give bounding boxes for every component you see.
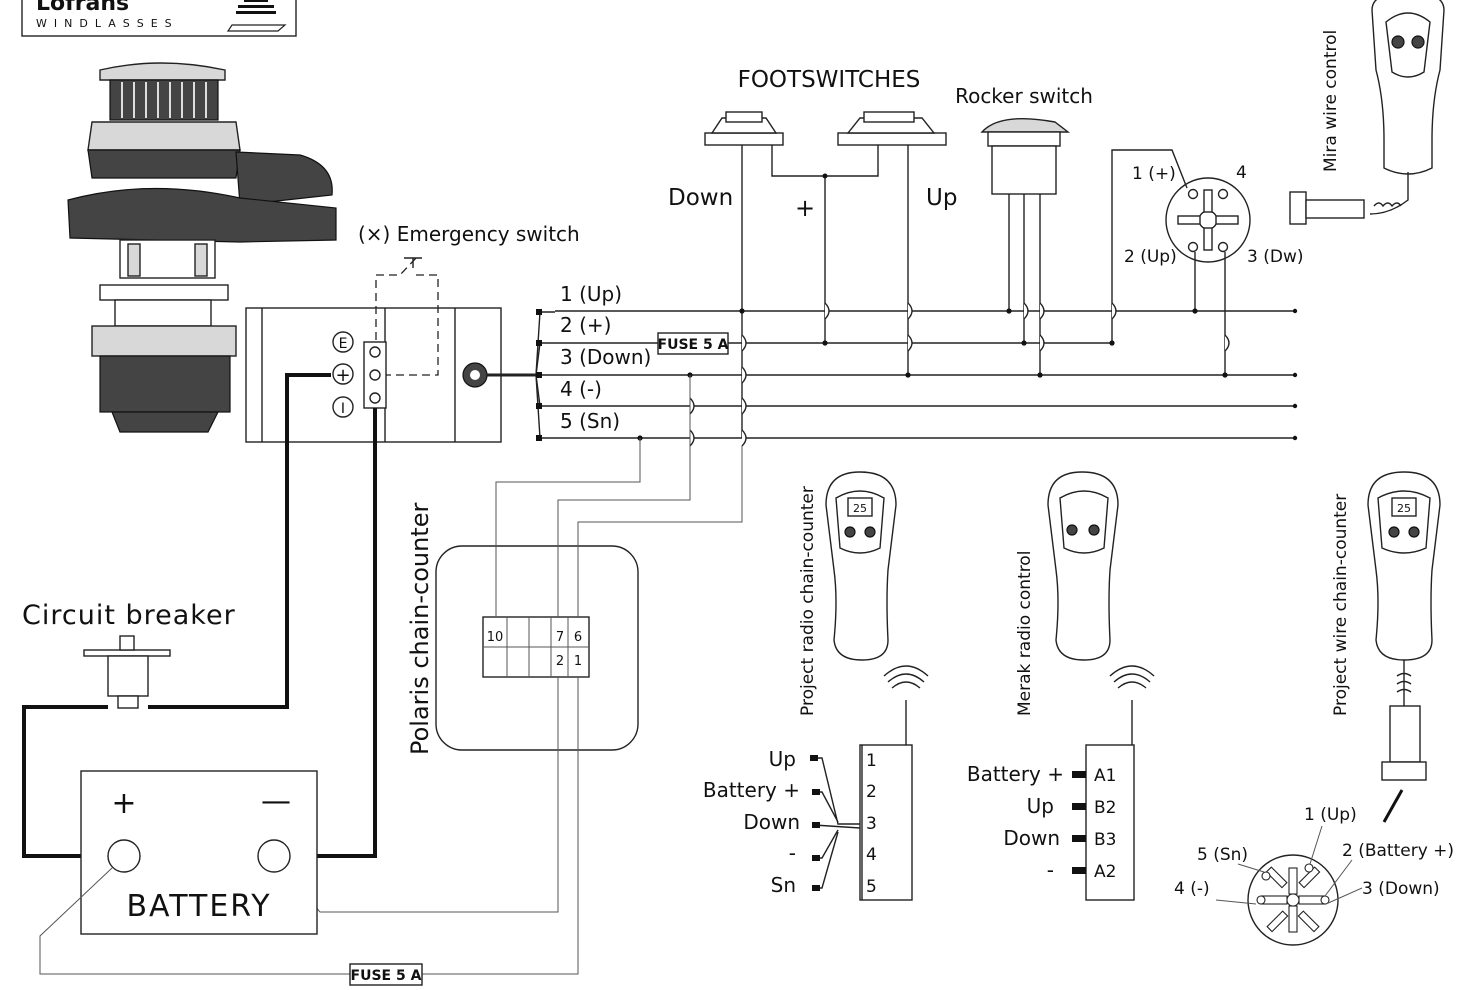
project-radio-row-sn: Sn — [771, 873, 796, 897]
project-wire-chain-counter: Project wire chain-counter 25 1 (Up) — [1174, 471, 1454, 946]
bus-line-1-label: 1 (Up) — [560, 282, 622, 306]
project-wire-pin4: 4 (-) — [1174, 879, 1210, 899]
footswitches-title: FOOTSWITCHES — [738, 67, 921, 93]
project-wire-pin2: 2 (Battery +) — [1342, 841, 1454, 861]
polaris-label: Polaris chain-counter — [406, 503, 434, 755]
project-radio-pin-4: 4 — [866, 845, 877, 865]
mira-pin2-label: 2 (Up) — [1124, 247, 1177, 267]
project-radio-display: 25 — [853, 502, 867, 515]
polaris-pin-7: 7 — [556, 630, 564, 645]
rocker-switch-label: Rocker switch — [955, 84, 1093, 108]
mira-wire-control: Mira wire control 1 (+) 4 2 (Up) 3 (Dw) — [1111, 0, 1445, 375]
polaris-chain-counter: Polaris chain-counter 10 7 6 2 1 — [274, 375, 743, 975]
merak-pin-a2: A2 — [1094, 862, 1116, 882]
project-radio-row-minus: - — [789, 841, 796, 865]
project-radio-pin-5: 5 — [866, 877, 877, 897]
battery-plus-label: + — [111, 786, 136, 821]
logo-brand: Lofrans' — [36, 0, 136, 16]
merak-label: Merak radio control — [1015, 551, 1035, 716]
merak-row-up: Up — [1027, 794, 1054, 818]
circuit-breaker: Circuit breaker — [22, 600, 236, 709]
fuse-top-label: FUSE 5 A — [658, 337, 729, 353]
windlass-drawing — [67, 62, 337, 433]
merak-pin-b3: B3 — [1094, 830, 1116, 850]
polaris-pin-1: 1 — [574, 654, 582, 669]
logo: Lofrans' WINDLASSES — [21, 0, 297, 37]
logo-tagline: WINDLASSES — [36, 17, 179, 30]
mira-label: Mira wire control — [1321, 30, 1341, 172]
project-radio-pin-1: 1 — [866, 751, 877, 771]
emergency-switch-label: (×) Emergency switch — [358, 222, 580, 246]
footswitch-up-label: Up — [926, 185, 957, 211]
terminal-e-label: E — [339, 336, 348, 352]
polaris-pin-6: 6 — [574, 630, 582, 645]
battery-label: BATTERY — [126, 889, 271, 924]
merak-row-minus: - — [1047, 858, 1054, 882]
polaris-pin-2: 2 — [556, 654, 564, 669]
mira-pin3-label: 3 (Dw) — [1247, 247, 1303, 267]
bus-line-4-label: 4 (-) — [560, 377, 602, 401]
bus-line-3-label: 3 (Down) — [560, 345, 651, 369]
polaris-pin-10: 10 — [487, 630, 504, 645]
battery: + — BATTERY — [39, 770, 350, 975]
rocker-switch: Rocker switch — [955, 84, 1093, 375]
project-wire-label: Project wire chain-counter — [1331, 494, 1351, 716]
terminal-plus-label: + — [335, 365, 350, 386]
merak-pin-a1: A1 — [1094, 766, 1116, 786]
footswitch-down-label: Down — [668, 185, 733, 211]
fuse-bottom-label: FUSE 5 A — [351, 968, 422, 984]
project-radio-row-battery: Battery + — [703, 778, 800, 802]
mira-pin4-label: 4 — [1236, 163, 1247, 183]
project-wire-pin5: 5 (Sn) — [1197, 845, 1248, 865]
circuit-breaker-label: Circuit breaker — [22, 600, 236, 631]
merak-radio-control: Merak radio control A1 B2 B3 A2 Battery … — [967, 471, 1155, 901]
bus-cable-entries — [535, 309, 555, 441]
merak-row-down: Down — [1003, 826, 1060, 850]
project-radio-row-up: Up — [769, 747, 796, 771]
project-radio-label: Project radio chain-counter — [798, 486, 818, 716]
merak-pin-b2: B2 — [1094, 798, 1116, 818]
bus-line-5-label: 5 (Sn) — [560, 409, 620, 433]
terminal-minus-label: I — [341, 401, 345, 417]
bus-line-2-label: 2 (+) — [560, 313, 611, 337]
project-radio-pin-2: 2 — [866, 782, 877, 802]
mira-pin1-label: 1 (+) — [1132, 164, 1176, 184]
footswitch-plus-label: + — [795, 194, 815, 222]
project-radio-pin-3: 3 — [866, 814, 877, 834]
project-wire-display: 25 — [1397, 502, 1411, 515]
wire-crossovers — [689, 302, 1230, 447]
fuse-top: FUSE 5 A — [657, 332, 729, 355]
project-radio-chain-counter: Project radio chain-counter 25 1 2 3 4 5… — [703, 471, 929, 901]
footswitches: FOOTSWITCHES Down Up + — [668, 67, 957, 438]
bus-lines — [555, 308, 1298, 441]
emergency-switch: (×) Emergency switch — [358, 222, 580, 376]
project-radio-row-down: Down — [743, 810, 800, 834]
project-wire-pin1: 1 (Up) — [1304, 805, 1357, 825]
battery-minus-label: — — [261, 784, 291, 819]
project-wire-pin3: 3 (Down) — [1362, 879, 1440, 899]
power-cables — [22, 373, 377, 858]
fuse-bottom: FUSE 5 A — [349, 963, 423, 986]
merak-row-battery: Battery + — [967, 762, 1064, 786]
